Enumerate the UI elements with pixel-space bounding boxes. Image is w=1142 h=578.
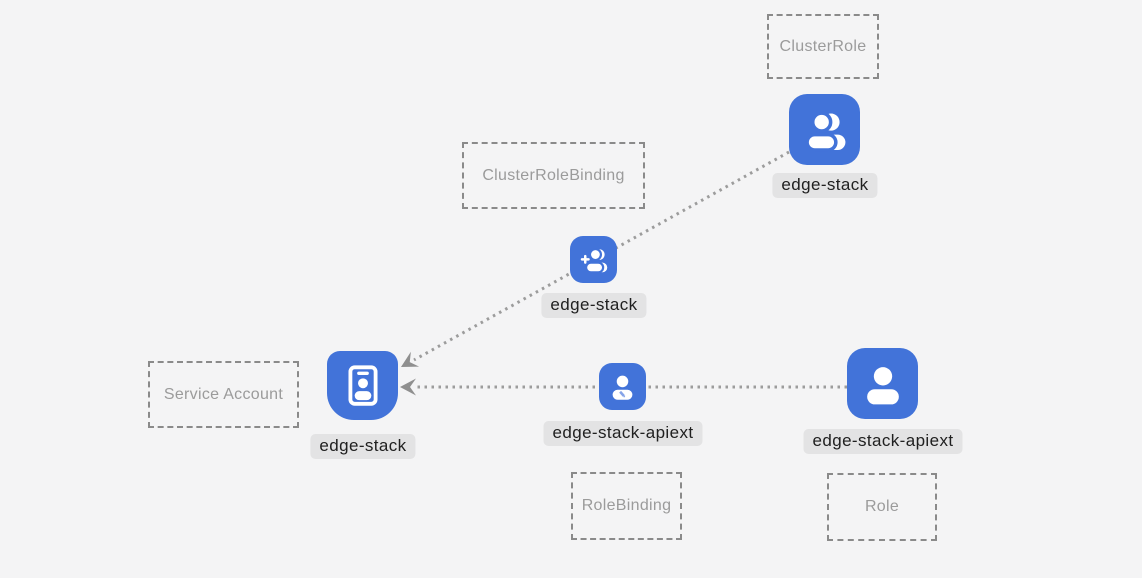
type-box-clusterrole: ClusterRole xyxy=(767,14,879,79)
node-rolebinding[interactable] xyxy=(599,363,646,410)
user-plus-icon xyxy=(580,247,608,274)
user-icon xyxy=(866,366,899,404)
type-box-rolebinding-text: RoleBinding xyxy=(581,497,672,514)
node-clusterrole[interactable] xyxy=(789,94,860,165)
arrowhead-clusterrolebinding xyxy=(401,351,420,367)
node-label-rolebinding: edge-stack-apiext xyxy=(543,421,703,446)
node-label-serviceaccount: edge-stack xyxy=(310,434,416,459)
type-box-rolebinding: RoleBinding xyxy=(571,472,682,540)
arrowhead-rolebinding xyxy=(400,378,416,396)
users-icon xyxy=(804,110,845,152)
node-role[interactable] xyxy=(847,348,918,419)
type-box-clusterrolebinding-text: ClusterRoleBinding xyxy=(482,166,625,184)
user-edit-icon xyxy=(612,375,633,400)
type-box-clusterrole-text: ClusterRole xyxy=(779,37,867,55)
node-label-clusterrole: edge-stack xyxy=(772,173,878,198)
node-serviceaccount[interactable] xyxy=(327,351,398,420)
type-box-clusterrolebinding: ClusterRoleBinding xyxy=(462,142,645,209)
id-badge-icon xyxy=(347,364,378,406)
node-label-role: edge-stack-apiext xyxy=(803,429,963,454)
type-box-serviceaccount-text: Service Account xyxy=(163,385,284,403)
node-label-clusterrolebinding: edge-stack xyxy=(541,293,647,318)
edge-clusterrole-to-serviceaccount xyxy=(413,150,790,362)
node-clusterrolebinding[interactable] xyxy=(570,236,617,283)
type-box-serviceaccount: Service Account xyxy=(148,361,299,428)
type-box-role: Role xyxy=(827,473,937,541)
type-box-role-text: Role xyxy=(864,498,900,515)
